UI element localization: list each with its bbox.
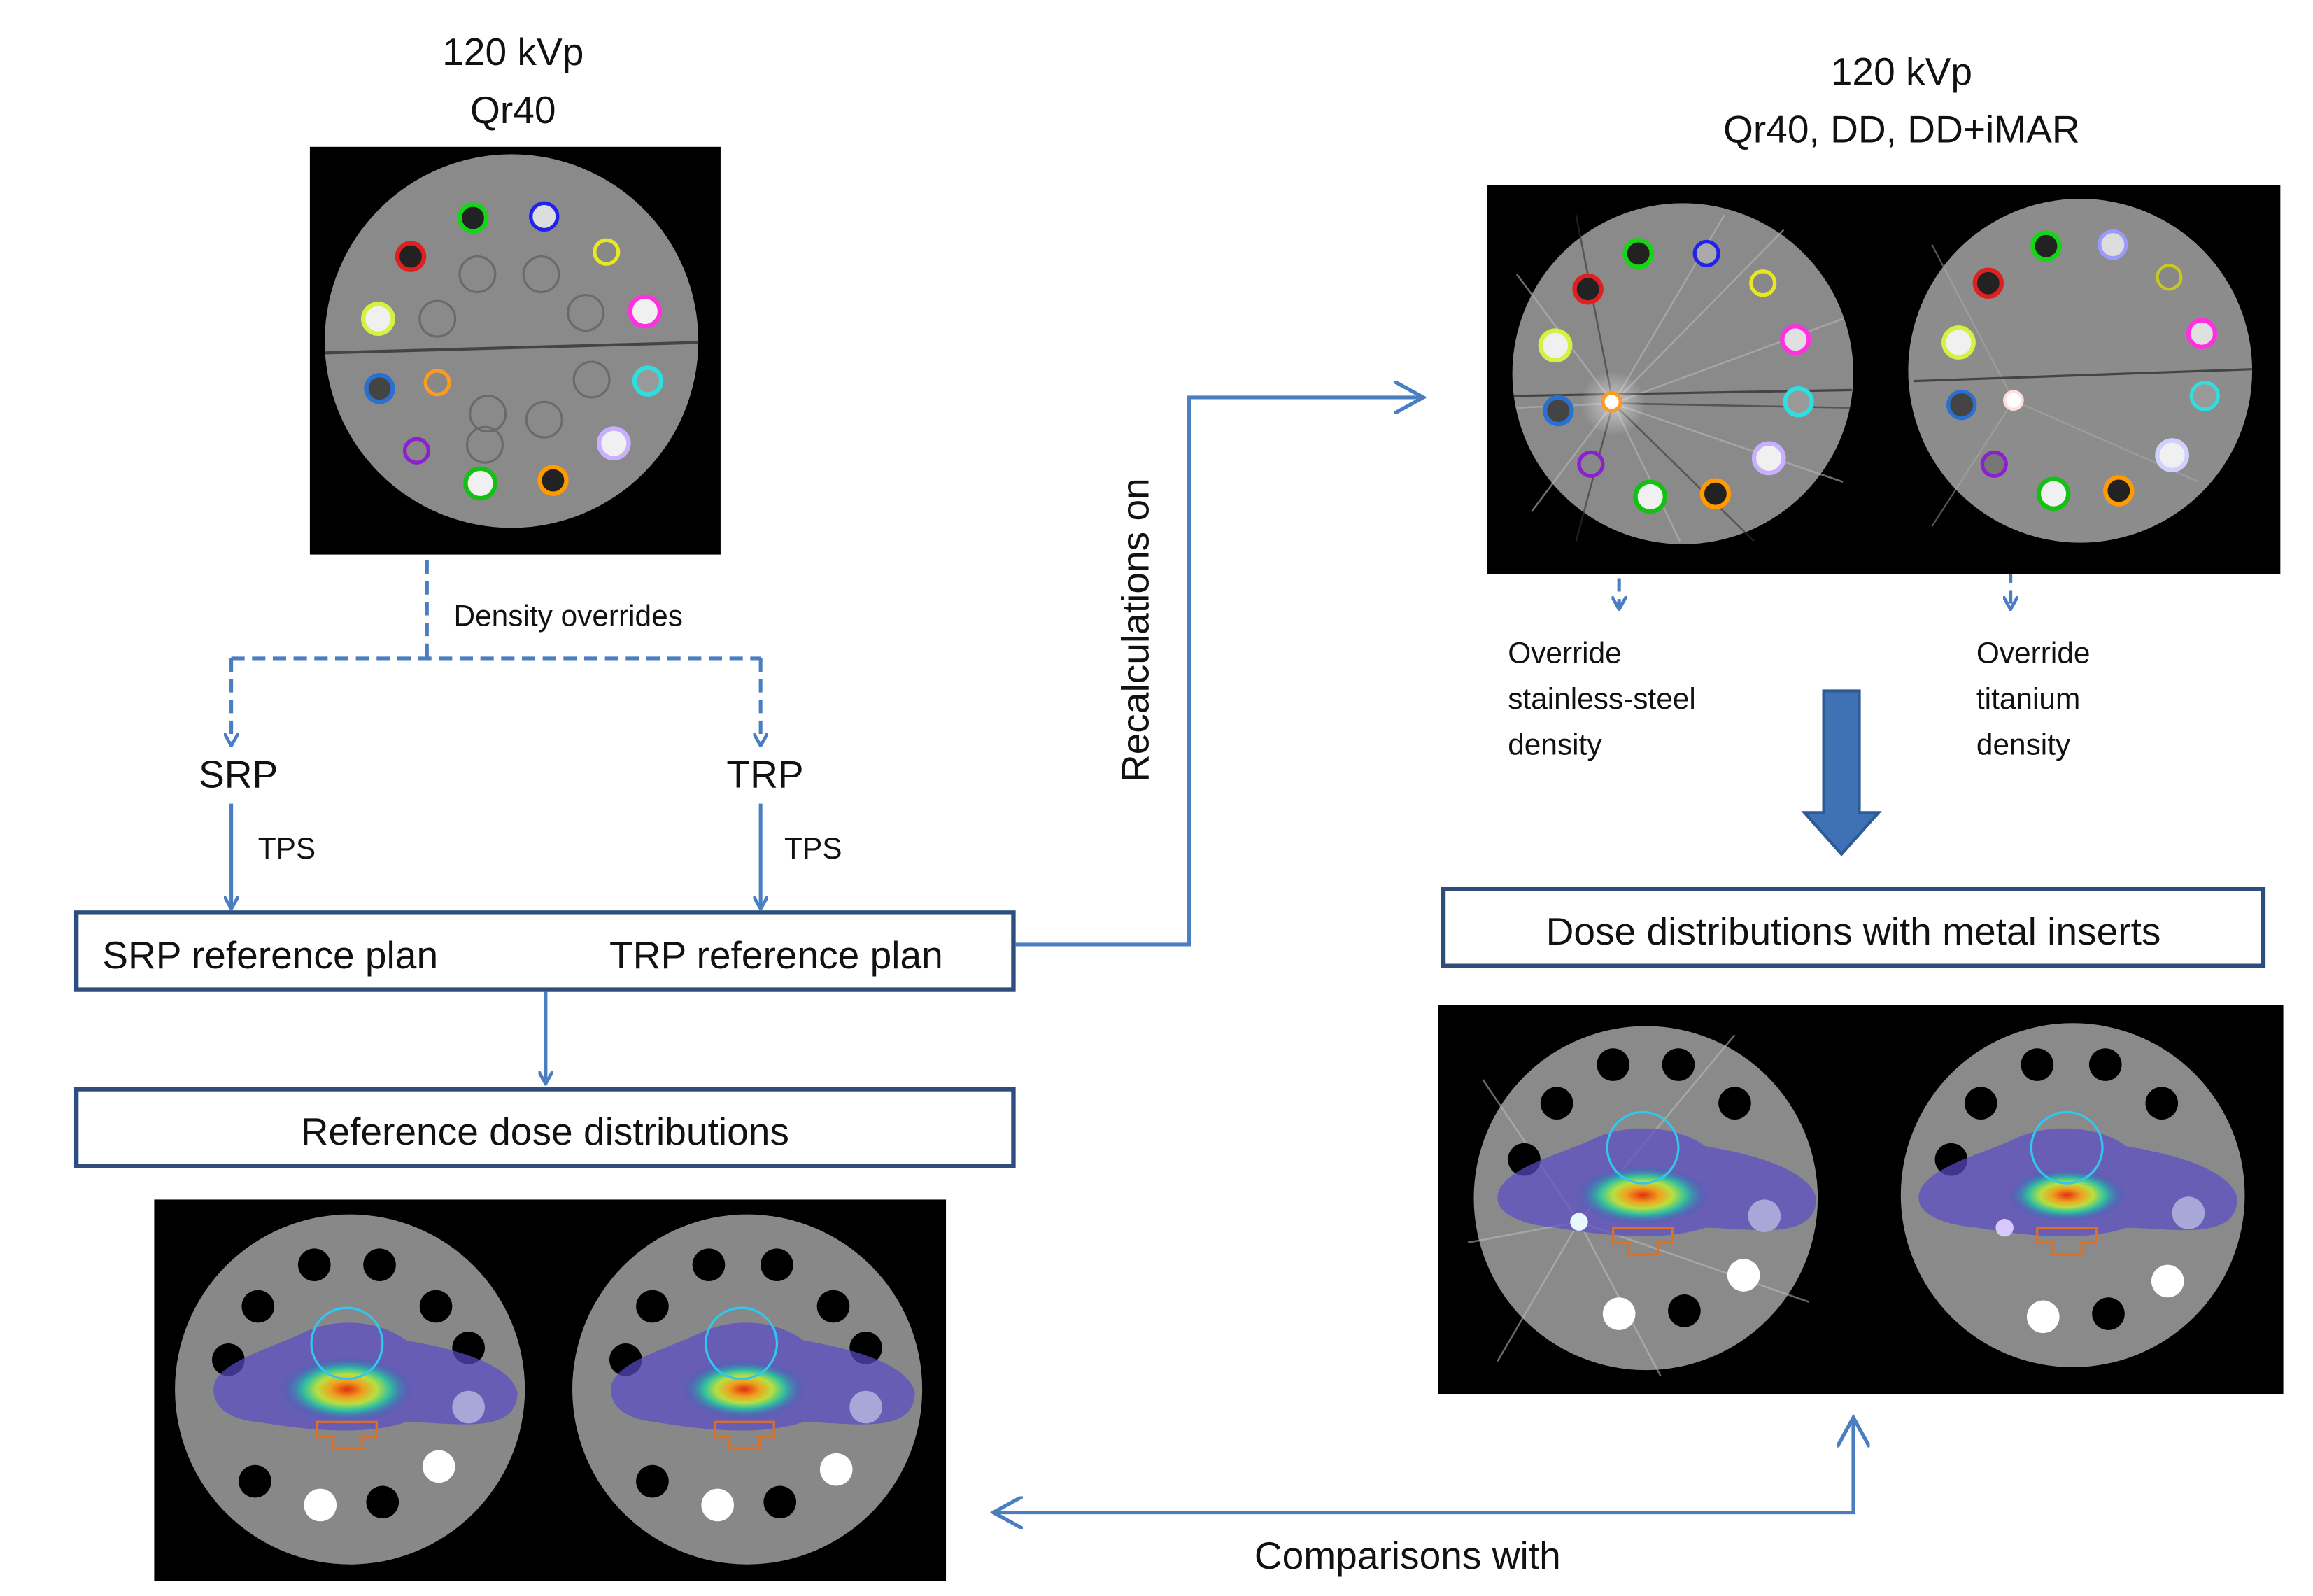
trp-reference-dose-phantom: [572, 1214, 923, 1565]
trp-label: TRP: [726, 751, 804, 797]
metal-dose-images: [1438, 1005, 2284, 1394]
comparisons-with-label: Comparisons with: [1254, 1533, 1561, 1578]
trp-reference-plan-label: TRP reference plan: [609, 932, 943, 977]
override-titanium-label: Override titanium density: [1976, 632, 2091, 770]
big-down-arrow: [1801, 689, 1882, 856]
top-left-title-line1: 120 kVp: [442, 29, 584, 74]
top-right-title-line1: 120 kVp: [1830, 48, 1972, 94]
srp-reference-dose-phantom: [175, 1214, 525, 1565]
override-left-line1: Override: [1508, 637, 1622, 670]
ct-image-qr40: [309, 146, 721, 555]
tps-left-label: TPS: [257, 833, 316, 866]
metal-dose-box: Dose distributions with metal inserts: [1441, 887, 2266, 968]
reference-dose-label: Reference dose distributions: [300, 1109, 789, 1154]
stainless-steel-dose-phantom: [1467, 1026, 1818, 1377]
override-right-line2: titanium: [1976, 683, 2081, 716]
titanium-dose-phantom: [1900, 1023, 2245, 1367]
recalculations-on-label: Recalculations on: [1112, 478, 1158, 783]
phantom-with-stainless-steel: [1512, 203, 1853, 544]
tps-right-label: TPS: [784, 833, 842, 866]
reference-plans-box: SRP reference plan TRP reference plan: [73, 910, 1016, 992]
top-right-title: 120 kVp Qr40, DD, DD+iMAR: [1646, 43, 2157, 158]
srp-label: SRP: [198, 751, 278, 797]
override-stainless-steel-label: Override stainless-steel density: [1508, 632, 1696, 770]
override-right-line1: Override: [1976, 637, 2091, 670]
reference-dose-images: [154, 1199, 947, 1581]
density-overrides-label: Density overrides: [453, 600, 683, 633]
override-left-line2: stainless-steel: [1508, 683, 1696, 716]
override-left-line3: density: [1508, 729, 1602, 763]
override-right-line3: density: [1976, 729, 2071, 763]
ct-image-metal-inserts: [1487, 185, 2281, 574]
reference-dose-box: Reference dose distributions: [73, 1087, 1016, 1168]
metal-dose-label: Dose distributions with metal inserts: [1545, 909, 2161, 954]
phantom-with-titanium: [1908, 198, 2253, 543]
tps-arrows: [232, 397, 1853, 1513]
top-left-title: 120 kVp Qr40: [365, 24, 661, 139]
top-left-title-line2: Qr40: [469, 87, 556, 132]
top-right-title-line2: Qr40, DD, DD+iMAR: [1723, 106, 2080, 152]
srp-reference-plan-label: SRP reference plan: [102, 932, 439, 977]
